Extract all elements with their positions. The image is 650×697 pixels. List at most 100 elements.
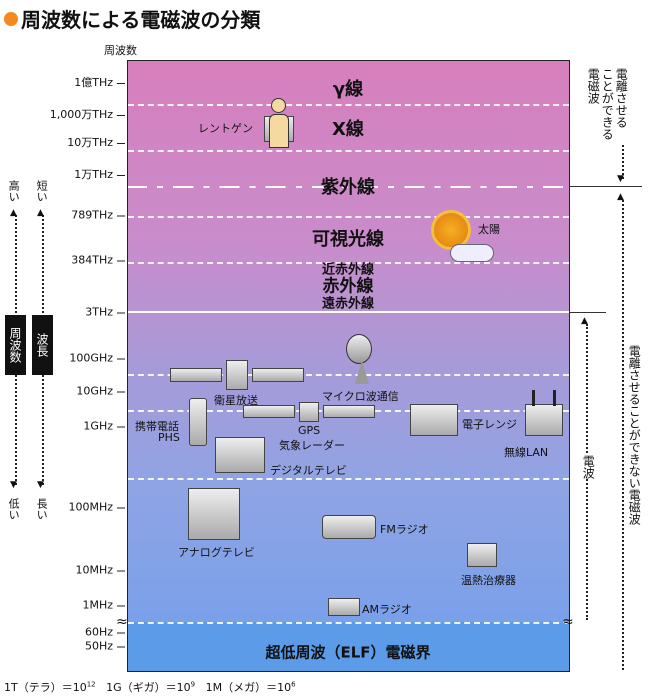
divider	[128, 374, 569, 376]
divider	[128, 216, 569, 218]
lan-label: 無線LAN	[504, 446, 549, 459]
divider	[128, 311, 569, 313]
high-label: 高い	[7, 180, 21, 202]
low-label: 低い	[7, 498, 21, 520]
divider	[128, 622, 569, 624]
microwave-oven-icon	[410, 404, 458, 436]
antenna	[553, 390, 556, 406]
gps-body	[299, 402, 319, 422]
antenna	[532, 390, 535, 406]
divider	[128, 104, 569, 106]
arrow-up-icon: ▲	[581, 316, 588, 326]
divider	[128, 478, 569, 480]
gps-satellite-icon	[243, 405, 295, 418]
mobile-phone-icon	[189, 398, 207, 446]
analog-tv-label: アナログテレビ	[178, 546, 255, 559]
band-far-ir: 遠赤外線	[321, 296, 375, 312]
tick-label: 10万THz	[67, 134, 125, 150]
band-visible: 可視光線	[312, 229, 384, 250]
therapy-device-icon	[467, 543, 497, 567]
ionizing-text: 電磁波	[586, 68, 601, 104]
long-label: 長い	[35, 498, 49, 520]
band-ir: 赤外線	[322, 276, 374, 297]
radio-boundary	[570, 312, 606, 313]
band-gamma: γ線	[332, 79, 364, 100]
tick-label: 1万THz	[74, 166, 125, 182]
tick-label: 384THz	[71, 254, 125, 267]
tick-label: 10GHz	[76, 385, 125, 398]
break-mark: ≈	[562, 614, 574, 630]
am-label: AMラジオ	[362, 603, 412, 616]
cloud-icon	[450, 244, 494, 262]
gps-label: GPS	[298, 424, 321, 437]
therapy-label: 温熱治療器	[461, 574, 516, 587]
digital-tv-icon	[215, 437, 265, 473]
tick-label: 3THz	[85, 306, 125, 319]
gps-panel	[323, 405, 375, 418]
satellite-label: 衛星放送	[214, 394, 258, 407]
arrow-down-icon: ▼	[37, 480, 44, 490]
radar-label: 気象レーダー	[279, 439, 345, 452]
phs-label: PHS	[158, 431, 180, 444]
fm-label: FMラジオ	[380, 523, 429, 536]
band-elf: 超低周波（ELF）電磁界	[265, 643, 431, 662]
tera-exp: 12	[86, 680, 96, 689]
ionizing-text: 電離させる	[614, 68, 629, 128]
analog-tv-icon	[188, 488, 240, 540]
tera-note: 1T（テラ）＝10	[4, 681, 87, 694]
fm-radio-icon	[322, 515, 376, 539]
xray-person-icon	[262, 98, 296, 150]
divider	[128, 186, 569, 188]
axis-label: 周波数	[104, 44, 137, 57]
band-xray: X線	[332, 119, 364, 140]
arrow-down-icon: ▼	[10, 480, 17, 490]
short-label: 短い	[35, 180, 49, 202]
satellite-panel	[252, 368, 304, 382]
mega-exp: 6	[291, 680, 296, 689]
tick-label: 100MHz	[68, 501, 125, 514]
wireless-router-icon	[525, 404, 563, 436]
radio-wave-text: 電波	[581, 455, 596, 479]
non-ionizing-arrow	[622, 200, 624, 670]
giga-exp: 9	[190, 680, 196, 689]
spectrum-panel	[127, 60, 570, 672]
break-mark: ≈	[116, 614, 128, 630]
dish-antenna-icon	[346, 334, 372, 364]
giga-note: 1G（ギガ）＝10	[106, 681, 191, 694]
microwave-comm-label: マイクロ波通信	[322, 390, 399, 403]
ionizing-text: ことができる	[600, 68, 615, 140]
phone-label: 携帯電話	[135, 420, 179, 433]
sun-label: 太陽	[478, 223, 500, 236]
satellite-body	[226, 360, 248, 390]
page-title: 周波数による電磁波の分類	[4, 4, 260, 33]
tick-label: 100GHz	[69, 352, 125, 365]
footer-notes: 1T（テラ）＝1012 1G（ギガ）＝109 1M（メガ）＝106	[4, 679, 296, 695]
frequency-box: 周波数	[5, 315, 26, 375]
non-ionizing-text: 電離させることができない電磁波	[627, 345, 642, 525]
divider	[128, 150, 569, 152]
band-uv: 紫外線	[321, 177, 375, 198]
elf-region	[128, 622, 569, 671]
dish-stand	[355, 360, 369, 384]
am-radio-icon	[328, 598, 360, 616]
sun-icon	[434, 213, 468, 247]
tick-label: 50Hz	[85, 640, 125, 653]
oven-label: 電子レンジ	[462, 418, 517, 431]
tick-label: 1億THz	[74, 74, 125, 90]
satellite-icon	[170, 368, 222, 382]
divider	[128, 262, 569, 264]
arrow-up-icon: ▲	[10, 208, 17, 218]
arrow-up-icon: ▲	[37, 208, 44, 218]
ionizing-boundary	[570, 186, 642, 187]
tick-label: 1MHz	[82, 599, 125, 612]
tick-label: 10MHz	[75, 564, 125, 577]
band-near-ir: 近赤外線	[321, 262, 375, 278]
mega-note: 1M（メガ）＝10	[205, 681, 292, 694]
tick-label: 1GHz	[83, 420, 125, 433]
ionizing-arrow	[622, 145, 624, 179]
tick-label: 789THz	[71, 209, 125, 222]
arrow-up-icon: ▲	[617, 192, 624, 202]
tick-label: 1,000万THz	[50, 106, 125, 122]
arrow-down-icon: ▼	[617, 174, 624, 184]
digital-tv-label: デジタルテレビ	[270, 464, 347, 477]
